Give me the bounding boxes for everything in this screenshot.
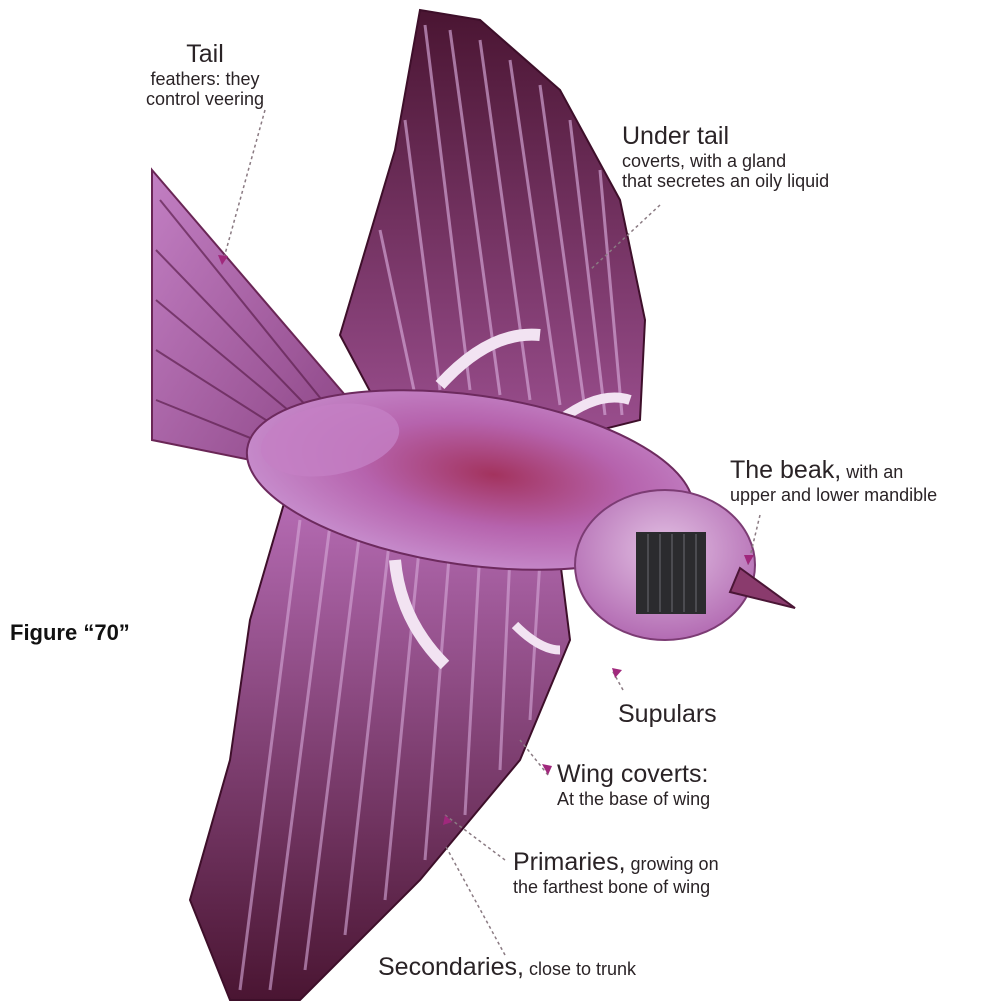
tail-label: Tail feathers: they control veering	[120, 40, 290, 110]
beak-label-title-rest: with an	[841, 462, 903, 482]
tail-label-line2: control veering	[120, 89, 290, 110]
secondaries-label-title-rest: close to trunk	[524, 959, 636, 979]
beak-label: The beak, with an upper and lower mandib…	[730, 456, 937, 505]
secondaries-label: Secondaries, close to trunk	[378, 953, 636, 982]
wing-coverts-label-line1: At the base of wing	[557, 789, 710, 810]
under-tail-label-title: Under tail	[622, 122, 829, 151]
lower-wing	[190, 500, 570, 1000]
primaries-label-line2: the farthest bone of wing	[513, 877, 719, 898]
primaries-label-title-rest: growing on	[626, 854, 719, 874]
wing-coverts-label-title: Wing coverts:	[557, 760, 710, 789]
secondaries-label-title: Secondaries,	[378, 953, 524, 981]
supulars-label: Supulars	[618, 700, 717, 729]
wing-coverts-label: Wing coverts: At the base of wing	[557, 760, 710, 809]
tail-label-title: Tail	[120, 40, 290, 69]
tail-label-line1: feathers: they	[120, 69, 290, 90]
primaries-label-title: Primaries,	[513, 848, 626, 876]
upper-wing	[340, 10, 645, 440]
beak-label-line2: upper and lower mandible	[730, 485, 937, 506]
under-tail-label: Under tail coverts, with a gland that se…	[622, 122, 829, 192]
under-tail-label-line1: coverts, with a gland	[622, 151, 829, 172]
under-tail-label-line2: that secretes an oily liquid	[622, 171, 829, 192]
beak-label-title: The beak,	[730, 456, 841, 484]
bird-head	[575, 490, 795, 640]
supulars-label-title: Supulars	[618, 700, 717, 729]
primaries-label: Primaries, growing on the farthest bone …	[513, 848, 719, 897]
figure-label: Figure “70”	[10, 620, 130, 646]
